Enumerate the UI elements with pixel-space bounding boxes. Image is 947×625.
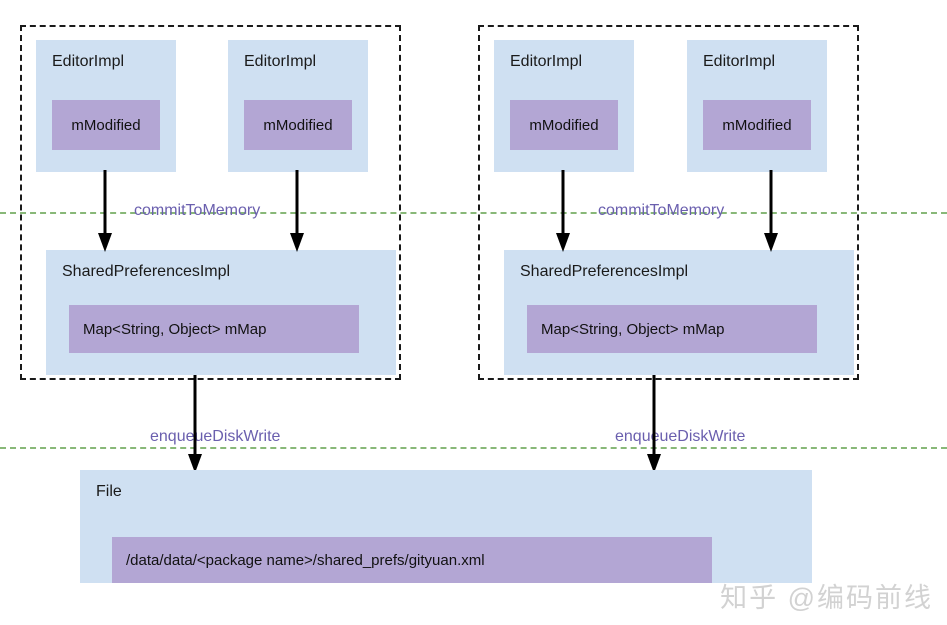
file-path-label: /data/data/<package name>/shared_prefs/g… [126, 551, 485, 569]
file-node[interactable]: File /data/data/<package name>/shared_pr… [80, 470, 812, 583]
editor-impl-node-3[interactable]: EditorImpl mModified [494, 40, 634, 172]
disk-boundary-line [0, 447, 947, 449]
m-modified-field: mModified [703, 100, 811, 150]
enqueue-disk-write-label-left: enqueueDiskWrite [150, 428, 281, 445]
watermark-text: 知乎 @编码前线 [720, 583, 933, 613]
m-modified-label: mModified [529, 116, 599, 134]
process-group-right [478, 25, 859, 380]
process-group-left [20, 25, 401, 380]
file-path-field: /data/data/<package name>/shared_prefs/g… [112, 537, 712, 583]
enqueue-disk-write-label-right: enqueueDiskWrite [615, 428, 746, 445]
m-modified-label: mModified [71, 116, 141, 134]
editor-impl-node-2[interactable]: EditorImpl mModified [228, 40, 368, 172]
shared-preferences-impl-title: SharedPreferencesImpl [520, 263, 689, 280]
editor-impl-title: EditorImpl [52, 53, 125, 70]
m-modified-field: mModified [52, 100, 160, 150]
arrow-sharedprefs-right-to-file [647, 375, 661, 473]
arrow-editor3-to-sharedprefs-right [556, 170, 570, 252]
commit-to-memory-label-right: commitToMemory [598, 202, 725, 219]
m-modified-field: mModified [244, 100, 352, 150]
editor-impl-title: EditorImpl [703, 53, 776, 70]
arrow-editor2-to-sharedprefs-left [290, 170, 304, 252]
arrow-editor1-to-sharedprefs-left [98, 170, 112, 252]
m-modified-label: mModified [722, 116, 792, 134]
arrow-sharedprefs-left-to-file [188, 375, 202, 473]
m-modified-label: mModified [263, 116, 333, 134]
m-map-field: Map<String, Object> mMap [527, 305, 817, 353]
m-map-field: Map<String, Object> mMap [69, 305, 359, 353]
m-map-label: Map<String, Object> mMap [541, 320, 725, 338]
shared-preferences-impl-node-2[interactable]: SharedPreferencesImpl Map<String, Object… [504, 250, 854, 375]
editor-impl-node-1[interactable]: EditorImpl mModified [36, 40, 176, 172]
shared-preferences-impl-node[interactable]: SharedPreferencesImpl Map<String, Object… [46, 250, 396, 375]
file-title: File [96, 483, 122, 500]
shared-preferences-impl-title: SharedPreferencesImpl [62, 263, 231, 280]
m-modified-field: mModified [510, 100, 618, 150]
memory-boundary-line [0, 212, 947, 214]
commit-to-memory-label-left: commitToMemory [134, 202, 261, 219]
arrow-editor4-to-sharedprefs-right [764, 170, 778, 252]
editor-impl-title: EditorImpl [244, 53, 317, 70]
editor-impl-node-4[interactable]: EditorImpl mModified [687, 40, 827, 172]
m-map-label: Map<String, Object> mMap [83, 320, 267, 338]
editor-impl-title: EditorImpl [510, 53, 583, 70]
